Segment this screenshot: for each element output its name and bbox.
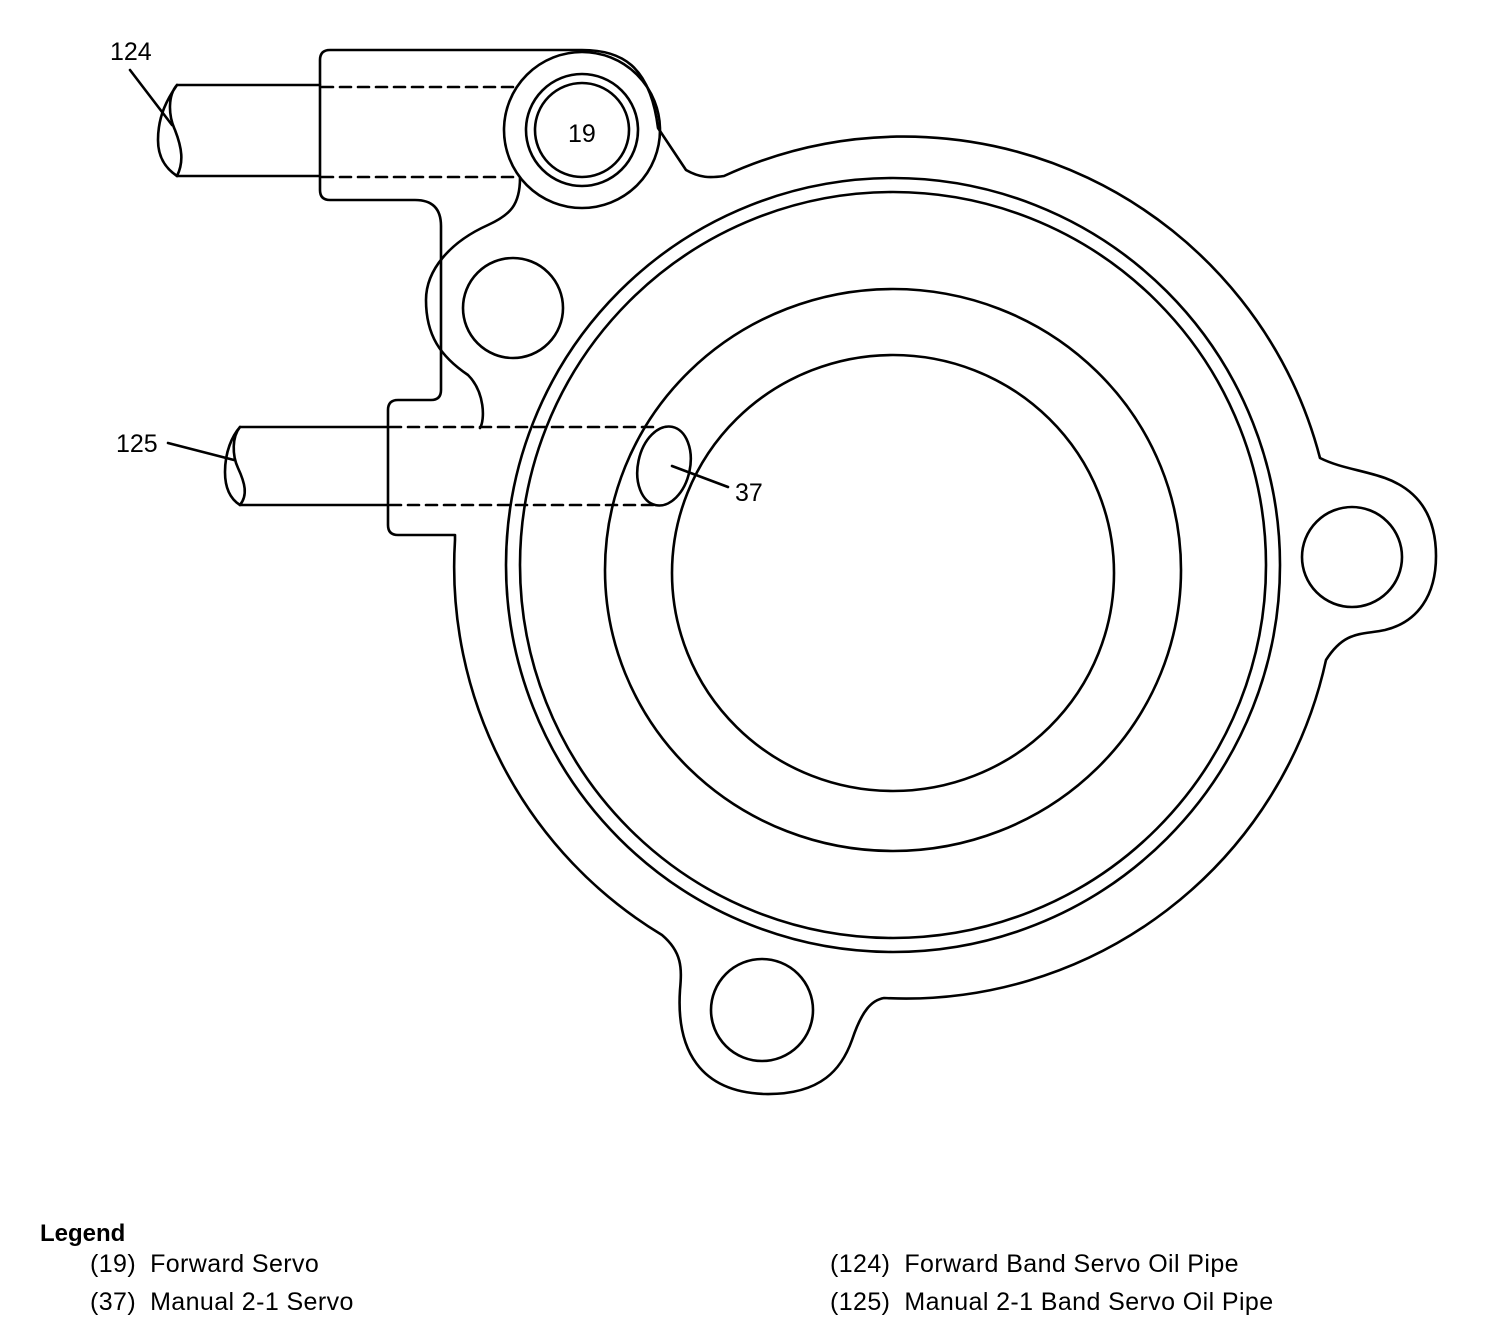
cover-ring-second (518, 190, 1268, 940)
legend-item-125: (125) Manual 2-1 Band Servo Oil Pipe (830, 1288, 1274, 1317)
callout-37: 37 (735, 479, 763, 507)
servo-cover-diagram: 124 125 19 37 (110, 38, 1438, 1096)
cover-outline (318, 48, 1438, 1096)
callout-19: 19 (568, 120, 596, 148)
forward-servo-ring-outer (502, 50, 662, 210)
legend-number: (37) (90, 1288, 137, 1316)
pipe-124-break (156, 83, 183, 178)
cover-ring-outer (504, 176, 1282, 954)
legend-text: Forward Servo (150, 1250, 320, 1278)
legend-text: Manual 2-1 Band Servo Oil Pipe (904, 1288, 1274, 1316)
leader-124 (128, 68, 174, 127)
legend-title: Legend (40, 1220, 126, 1247)
legend-text: Manual 2-1 Servo (150, 1288, 354, 1316)
legend-item-124: (124) Forward Band Servo Oil Pipe (830, 1250, 1239, 1279)
forward-servo-ring-mid (524, 72, 640, 188)
bolt-hole-upper-left (461, 256, 565, 360)
pipe-125-break (223, 425, 247, 507)
callout-124: 124 (110, 38, 152, 66)
legend: Legend (19) Forward Servo (37) Manual 2-1 … (0, 1212, 1504, 1342)
legend-item-37: (37) Manual 2-1 Servo (90, 1288, 354, 1317)
piston-bore-outer (603, 287, 1183, 853)
legend-number: (124) (830, 1250, 891, 1278)
legend-text: Forward Band Servo Oil Pipe (904, 1250, 1239, 1278)
leader-125 (166, 441, 236, 462)
bolt-hole-right (1300, 505, 1404, 609)
forward-servo-ring-inner (533, 81, 631, 179)
piston-bore-inner (670, 353, 1116, 793)
leader-37 (670, 464, 730, 489)
legend-number: (19) (90, 1250, 137, 1278)
upper-boss-edge (424, 176, 522, 430)
legend-number: (125) (830, 1288, 891, 1316)
legend-item-19: (19) Forward Servo (90, 1250, 319, 1279)
bolt-hole-bottom (709, 957, 815, 1063)
callout-125: 125 (116, 430, 158, 458)
